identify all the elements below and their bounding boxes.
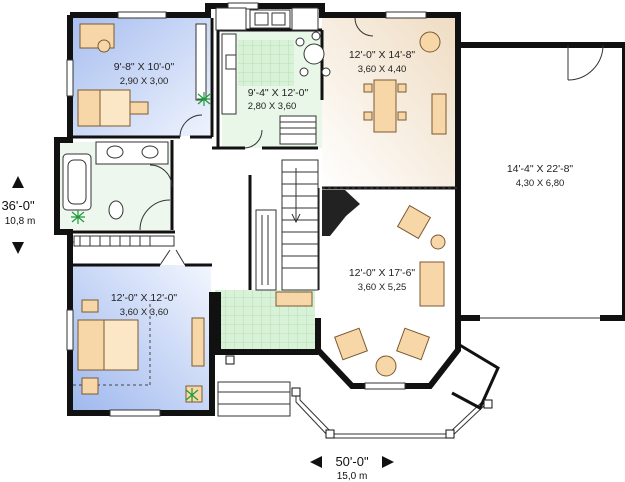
dining-dim-imperial: 12'-0" X 14'-8" [349, 49, 416, 61]
windows [66, 2, 427, 417]
furniture [77, 23, 447, 403]
bath-fixtures [62, 141, 171, 231]
porch-steps [217, 381, 291, 417]
master-bedroom-dim-imperial: 12'-0" X 12'-0" [111, 292, 178, 304]
closets [73, 23, 277, 291]
master-bedroom-dim-metric: 3,60 X 3,60 [120, 307, 169, 318]
width-imperial: 50'-0" [335, 454, 369, 469]
bedroom2-dim-imperial: 9'-8" X 10'-0" [114, 61, 175, 73]
living-dim-imperial: 12'-0" X 17'-6" [349, 267, 416, 279]
depth-metric: 10,8 m [5, 216, 36, 227]
porch-posts [225, 355, 493, 439]
depth-dimension: 36'-0" 10,8 m [1, 176, 35, 254]
garage-dim-imperial: 14'-4" X 22'-8" [507, 163, 574, 175]
porch-bay [451, 342, 500, 411]
stairs [281, 159, 319, 291]
garage-door-swing [567, 44, 604, 81]
plant-icons [71, 92, 211, 402]
exterior-wall [54, 3, 461, 416]
width-metric: 15,0 m [337, 471, 368, 482]
living-dim-metric: 3,60 X 5,25 [358, 282, 407, 293]
depth-imperial: 36'-0" [1, 198, 35, 213]
width-dimension: 50'-0" 15,0 m [310, 454, 394, 482]
arrow-left-icon [310, 456, 322, 468]
arrow-right-icon [382, 456, 394, 468]
garage-dim-metric: 4,30 X 6,80 [516, 178, 565, 189]
garage-wall [458, 42, 625, 321]
arrow-down-icon [12, 242, 24, 254]
kitchen-dim-imperial: 9'-4" X 12'-0" [248, 87, 309, 99]
fireplace [322, 190, 360, 236]
kitchen-tile [238, 40, 294, 86]
arrow-up-icon [12, 176, 24, 188]
bedroom2-dim-metric: 2,90 X 3,00 [120, 76, 169, 87]
kitchen-dim-metric: 2,80 X 3,60 [248, 101, 297, 112]
porch-railing [295, 392, 487, 439]
door-swings [149, 17, 374, 266]
kitchen-fixtures [215, 7, 331, 145]
dining-dim-metric: 3,60 X 4,40 [358, 64, 407, 75]
